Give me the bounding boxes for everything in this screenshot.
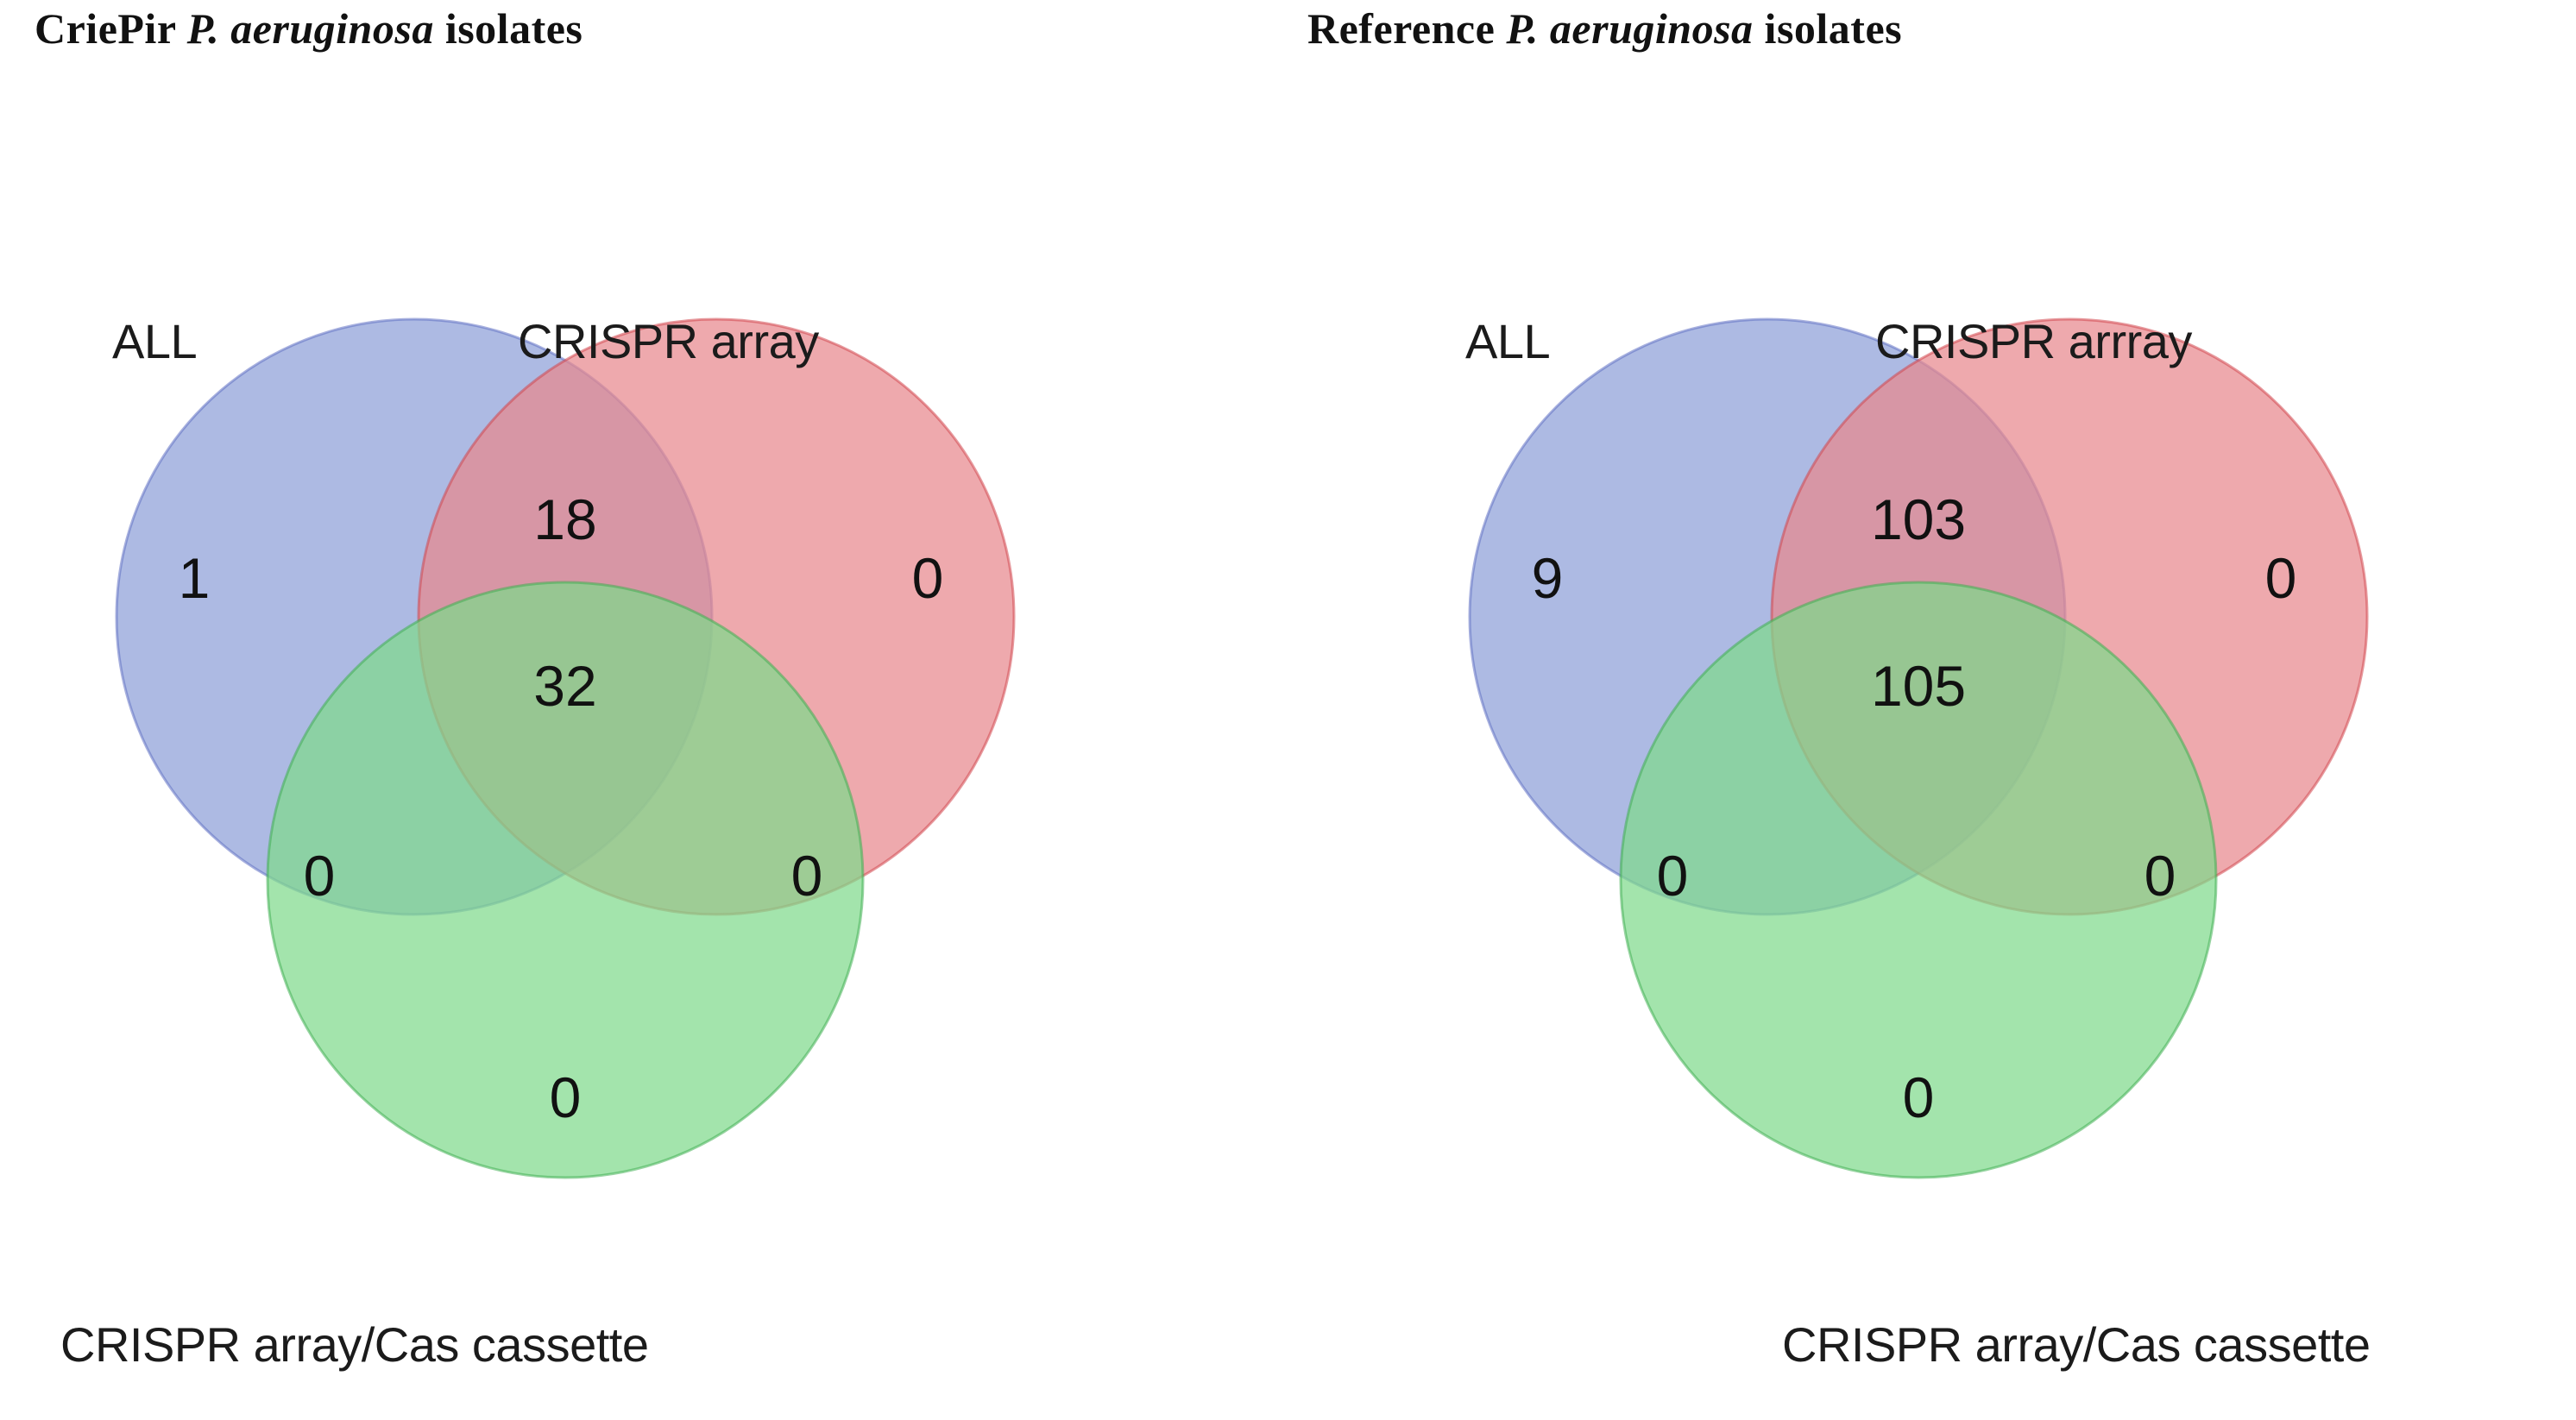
venn-circle-cassette xyxy=(266,581,865,1179)
venn-panel-reference: Reference P. aeruginosa isolates ALL CRI… xyxy=(1288,0,2576,1420)
set-label-array: CRISPR array xyxy=(518,314,819,368)
venn-count-all-only: 9 xyxy=(1531,546,1564,610)
venn-count-all-and-cassette: 0 xyxy=(303,844,336,908)
venn-count-array-and-cassette: 0 xyxy=(2144,844,2176,908)
panel-title-criepir: CriePir P. aeruginosa isolates xyxy=(35,3,583,53)
venn-count-all-only: 1 xyxy=(178,546,211,610)
panel-title-prefix: CriePir xyxy=(35,4,187,53)
set-label-all: ALL xyxy=(1465,314,1551,368)
venn-diagram-reference: ALL CRISPR arrray CRISPR array/Cas casse… xyxy=(1288,129,2576,1420)
venn-diagram-criepir: ALL CRISPR array CRISPR array/Cas casset… xyxy=(0,129,1288,1420)
venn-count-cassette-only: 0 xyxy=(549,1065,582,1129)
set-label-all: ALL xyxy=(112,314,198,368)
set-label-array: CRISPR arrray xyxy=(1875,314,2192,368)
venn-count-array-only: 0 xyxy=(911,546,944,610)
venn-count-all-and-array: 18 xyxy=(533,487,597,551)
set-label-cassette: CRISPR array/Cas cassette xyxy=(1782,1317,2371,1372)
venn-count-all-array-cassette: 32 xyxy=(533,654,597,718)
venn-count-all-and-cassette: 0 xyxy=(1656,844,1689,908)
panel-title-prefix: Reference xyxy=(1307,4,1507,53)
set-label-cassette: CRISPR array/Cas cassette xyxy=(60,1317,649,1372)
venn-circles-criepir xyxy=(115,317,1016,1179)
venn-circle-cassette xyxy=(1619,581,2218,1179)
panel-title-reference: Reference P. aeruginosa isolates xyxy=(1307,3,1902,53)
panel-title-species: P. aeruginosa xyxy=(186,4,434,53)
venn-count-cassette-only: 0 xyxy=(1902,1065,1935,1129)
venn-count-array-only: 0 xyxy=(2264,546,2297,610)
venn-count-all-array-cassette: 105 xyxy=(1870,654,1967,718)
venn-count-all-and-array: 103 xyxy=(1870,487,1967,551)
venn-circles-reference xyxy=(1468,317,2369,1179)
panel-title-species: P. aeruginosa xyxy=(1506,4,1754,53)
venn-panel-criepir: CriePir P. aeruginosa isolates ALL CRISP… xyxy=(0,3,1288,1420)
venn-count-array-and-cassette: 0 xyxy=(790,844,823,908)
panel-title-suffix: isolates xyxy=(1753,4,1903,53)
panel-title-suffix: isolates xyxy=(433,4,583,53)
